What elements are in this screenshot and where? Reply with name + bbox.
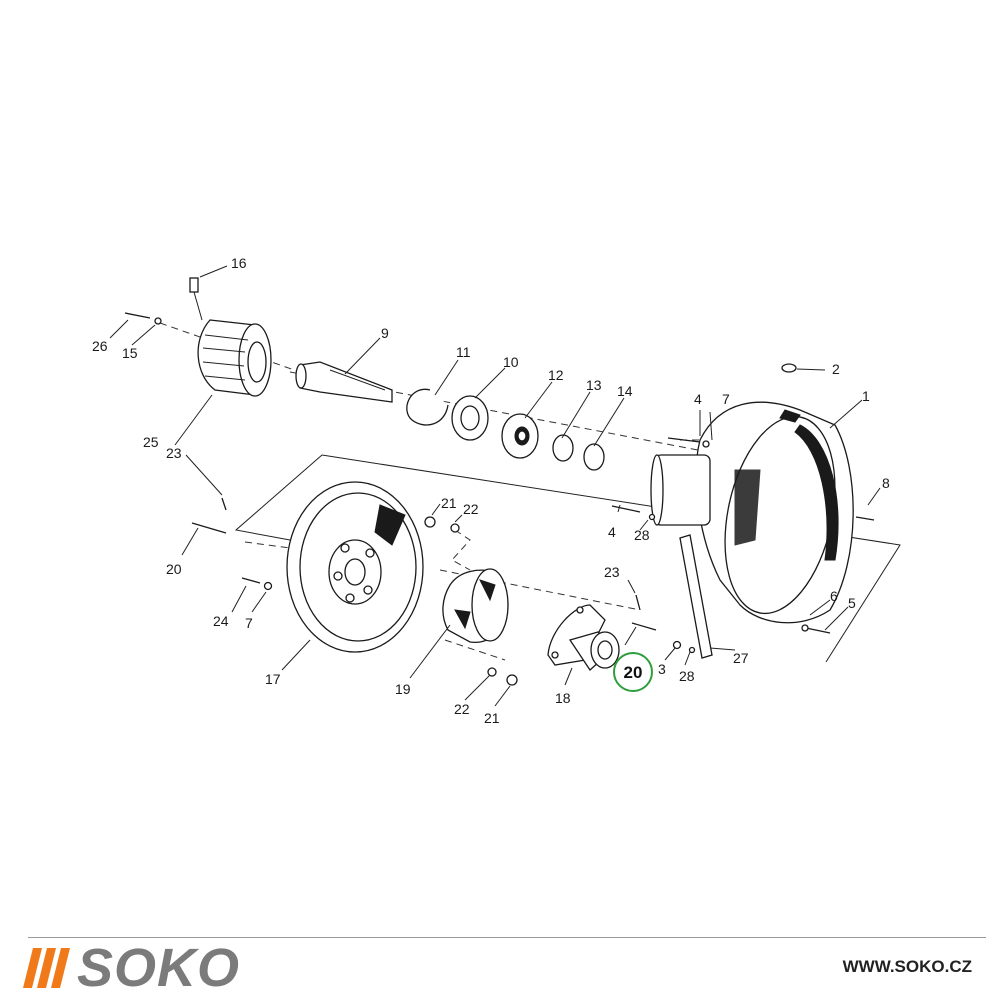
pulley-small-parts [124,277,203,325]
highlighted-callout[interactable]: 20 [613,652,653,692]
label-8: 8 [882,475,890,491]
label-21b: 21 [484,710,500,726]
hub-bolts [631,594,696,654]
part-11-circlip [406,388,449,426]
label-15: 15 [122,345,138,361]
label-22b: 22 [454,701,470,717]
label-4b: 4 [608,524,616,540]
coupling-fasteners [424,516,518,686]
label-28: 28 [634,527,650,543]
label-20: 20 [166,561,182,577]
label-14: 14 [617,383,633,399]
part-19-coupling [442,568,509,643]
part-25-pulley [197,319,272,397]
label-22: 22 [463,501,479,517]
label-1: 1 [862,388,870,404]
brand-mark-icon [23,948,70,988]
label-10: 10 [503,354,519,370]
website-link[interactable]: WWW.SOKO.CZ [842,957,972,976]
brand-logo: SOKO [23,938,241,998]
label-24: 24 [213,613,229,629]
label-9: 9 [381,325,389,341]
housing-bolts [611,437,875,634]
part-14-ring [583,443,605,471]
highlight-number: 20 [624,663,643,682]
label-23: 23 [166,445,182,461]
part-13-ring [552,434,574,462]
label-7: 7 [722,391,730,407]
label-7b: 7 [245,615,253,631]
part-2-plug [781,363,826,373]
label-13: 13 [586,377,602,393]
highlight-ring [613,652,653,692]
label-26: 26 [92,338,108,354]
footer-divider [28,937,986,938]
label-19: 19 [395,681,411,697]
flywheel-bolts [191,497,273,591]
part-1-bell-housing [650,401,854,624]
label-11: 11 [456,344,471,360]
label-23b: 23 [604,564,620,580]
label-6: 6 [830,588,838,604]
part-12-bearing [501,413,539,459]
part-9-shaft [295,361,393,403]
part-10-washer [451,395,489,441]
leader-lines [109,265,881,707]
label-4: 4 [694,391,702,407]
label-5: 5 [848,595,856,611]
label-17: 17 [265,671,281,687]
label-2: 2 [832,361,840,377]
exploded-parts-diagram: 1 2 3 4 4 5 6 7 7 8 9 10 11 12 13 14 15 … [92,255,901,726]
brand-name: SOKO [77,938,241,998]
label-3: 3 [658,661,666,677]
part-18-hub [547,604,620,671]
part-17-flywheel [286,481,424,653]
label-28b: 28 [679,668,695,684]
label-25: 25 [143,434,159,450]
label-16: 16 [231,255,247,271]
label-21: 21 [441,495,457,511]
label-18: 18 [555,690,571,706]
part-27-strap [679,534,713,659]
label-12: 12 [548,367,564,383]
label-27: 27 [733,650,749,666]
callout-labels: 1 2 3 4 4 5 6 7 7 8 9 10 11 12 13 14 15 … [92,255,890,726]
